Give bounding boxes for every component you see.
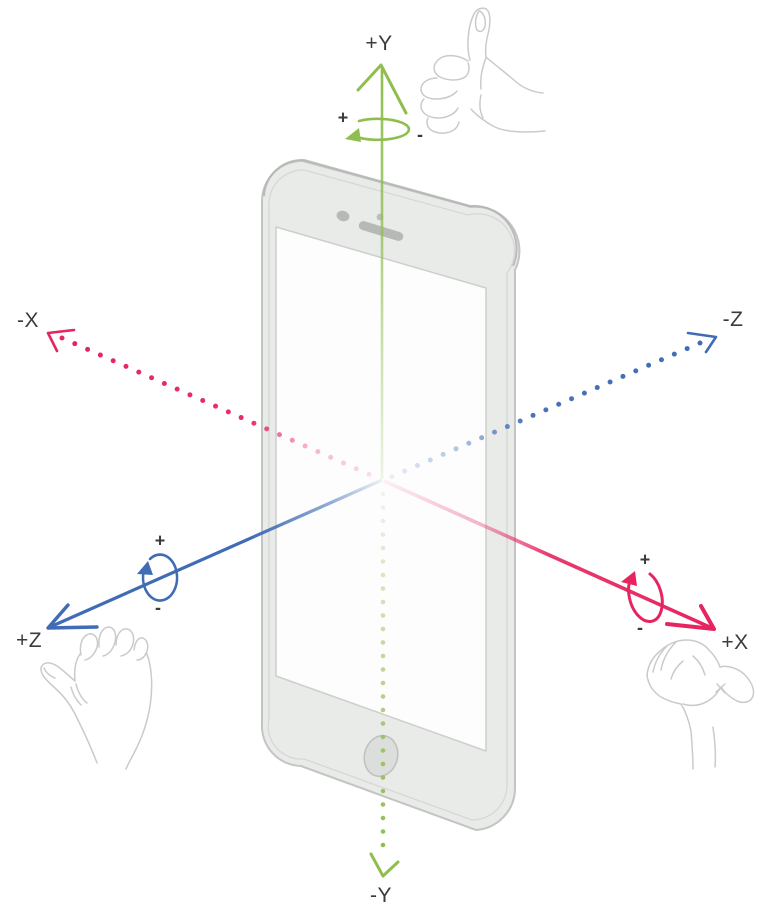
y-rotation-arrow-icon [345, 117, 411, 142]
y-rotation-minus-label: - [417, 124, 423, 145]
z-rotation-plus-label: + [154, 530, 166, 551]
grasping-hand-icon [40, 626, 153, 770]
z-negative-label: -Z [722, 308, 744, 331]
x-rotation-plus-label: + [639, 549, 651, 570]
y-axis [356, 63, 408, 878]
z-positive-label: +Z [15, 629, 43, 652]
z-positive-arrowhead-icon [46, 603, 99, 630]
z-rotation-arrow-icon [137, 553, 179, 602]
smartphone [260, 158, 521, 832]
x-negative-arrowhead-icon [46, 328, 76, 353]
z-positive-line [49, 478, 383, 629]
z-negative-dotted-line [388, 340, 703, 480]
phone-inner-outline [267, 169, 516, 821]
home-button [363, 734, 399, 778]
y-rotation-plus-label: + [337, 107, 349, 128]
x-axis [46, 328, 716, 631]
y-positive-label: +Y [365, 32, 393, 55]
y-negative-arrowhead-icon [369, 852, 400, 878]
y-positive-arrowhead-icon [356, 63, 408, 115]
x-negative-label: -X [17, 309, 39, 332]
x-positive-label: +X [721, 631, 749, 654]
front-camera-icon [336, 210, 350, 222]
x-negative-dotted-line [59, 335, 378, 480]
x-positive-line [383, 479, 715, 631]
x-positive-arrowhead-icon [665, 604, 716, 631]
fist-thumb-hand-icon [646, 639, 755, 770]
z-axis [46, 331, 718, 630]
phone-top-edge-highlight [263, 158, 518, 267]
x-rotation-minus-label: - [637, 617, 643, 638]
z-rotation-minus-label: - [155, 597, 161, 618]
z-negative-arrowhead-icon [686, 331, 718, 354]
thumbs-up-hand-icon [420, 7, 546, 134]
x-rotation-arrow-icon [621, 571, 664, 623]
y-negative-label: -Y [370, 884, 392, 907]
